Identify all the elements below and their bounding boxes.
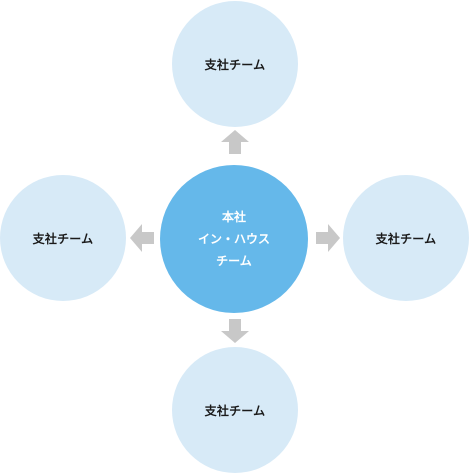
center-label-line-2: イン・ハウス — [197, 232, 270, 246]
headquarters-inhouse-team: 本社 イン・ハウス チーム — [160, 165, 308, 313]
branch-team-bottom-label: 支社チーム — [204, 403, 266, 418]
branch-team-right-label: 支社チーム — [375, 231, 437, 246]
arrow-up-icon — [221, 130, 249, 154]
center-label-line-3: チーム — [216, 254, 252, 268]
branch-team-bottom: 支社チーム — [172, 347, 298, 473]
arrow-right-icon — [316, 224, 340, 252]
center-label-line-1: 本社 — [221, 210, 246, 224]
branch-team-top: 支社チーム — [172, 1, 298, 127]
branch-team-right: 支社チーム — [343, 175, 469, 301]
branch-team-left-label: 支社チーム — [32, 231, 94, 246]
arrow-down-icon — [221, 319, 249, 343]
arrow-left-icon — [130, 224, 154, 252]
branch-team-left: 支社チーム — [0, 175, 126, 301]
branch-team-top-label: 支社チーム — [204, 57, 266, 72]
